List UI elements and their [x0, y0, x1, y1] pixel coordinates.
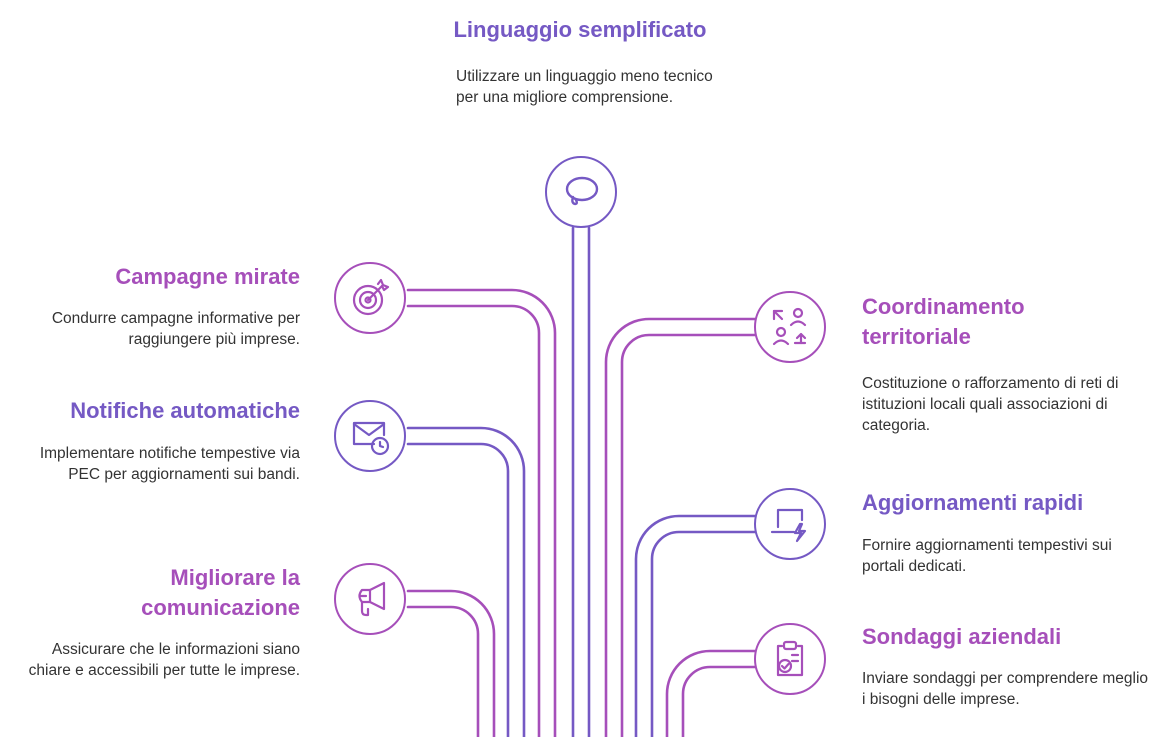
- clipboard-check-icon: [754, 623, 826, 695]
- comunicazione-title: Migliorare la comunicazione: [141, 565, 300, 620]
- aggiornamenti-connector: [634, 514, 757, 737]
- comunicazione-connector: [406, 589, 496, 737]
- laptop-bolt-icon: [754, 488, 826, 560]
- coordinamento-desc: Costituzione o rafforzamento di reti di …: [862, 375, 1119, 434]
- notifiche-title: Notifiche automatiche: [70, 398, 300, 423]
- notifiche-desc: Implementare notifiche tempestive via PE…: [39, 445, 300, 483]
- linguaggio-title: Linguaggio semplificato: [453, 17, 707, 42]
- megaphone-icon: [334, 563, 406, 635]
- coordinamento-title: Coordinamento territoriale: [862, 294, 1025, 349]
- coordinamento-connector: [604, 317, 757, 737]
- campagne-connector: [406, 288, 557, 737]
- sondaggi-title: Sondaggi aziendali: [862, 624, 1062, 649]
- campagne-title: Campagne mirate: [115, 264, 300, 289]
- campagne-desc: Condurre campagne informative per raggiu…: [51, 310, 300, 348]
- people-exchange-icon: [754, 291, 826, 363]
- aggiornamenti-desc: Fornire aggiornamenti tempestivi sui por…: [862, 537, 1112, 575]
- speech-bubble-icon: [545, 156, 617, 228]
- linguaggio-desc: Utilizzare un linguaggio meno tecnico pe…: [456, 68, 713, 106]
- sondaggi-connector: [665, 649, 757, 737]
- notifiche-connector: [406, 426, 526, 737]
- linguaggio-connector: [571, 226, 591, 737]
- target-icon: [334, 262, 406, 334]
- aggiornamenti-title: Aggiornamenti rapidi: [862, 490, 1084, 515]
- comunicazione-desc: Assicurare che le informazioni siano chi…: [28, 641, 300, 679]
- sondaggi-desc: Inviare sondaggi per comprendere meglio …: [862, 670, 1149, 708]
- mail-clock-icon: [334, 400, 406, 472]
